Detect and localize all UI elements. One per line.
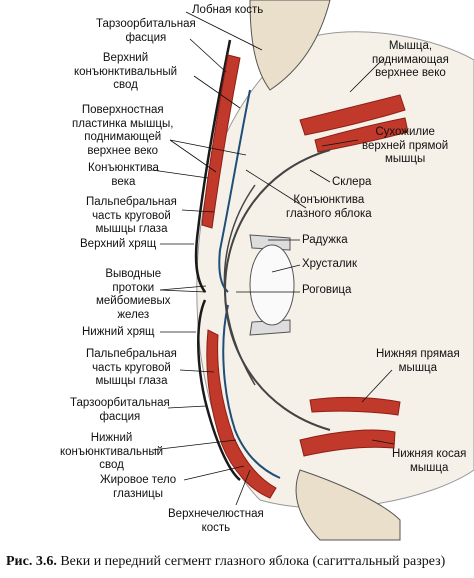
leader-lines-left	[151, 11, 263, 506]
label-tarsoorbital-fascia-top: Тарзоорбитальная фасция	[96, 18, 196, 44]
iris-shape	[249, 234, 291, 251]
label-sclera: Склера	[332, 176, 372, 188]
lower-orbicularis	[206, 329, 277, 499]
label-inferior-rectus: Нижняя прямая мышца	[376, 348, 460, 374]
levator-muscle	[299, 94, 406, 136]
label-levator-muscle: Мышца, поднимающая верхнее веко	[372, 40, 449, 79]
iris-shape-lower	[249, 319, 291, 336]
label-levator-superficial-lamina: Поверхностная пластинка мышцы, поднимающ…	[72, 104, 174, 157]
lower-lid-skin	[197, 299, 241, 481]
leader-lines-right	[236, 57, 395, 445]
label-palpebral-orbicularis-bottom: Пальпебральная часть круговой мышцы глаз…	[86, 348, 177, 387]
label-upper-conj-fornix: Верхний конъюнктивальный свод	[74, 52, 178, 91]
label-lower-conj-fornix: Нижний конъюнктивальный свод	[60, 432, 164, 471]
label-lower-cartilage: Нижний хрящ	[82, 326, 155, 338]
cornea-outline	[223, 184, 256, 386]
frontal-bone	[249, 0, 331, 91]
caption-prefix: Рис. 3.6.	[6, 554, 57, 569]
caption-text: Веки и передний сегмент глазного яблока …	[56, 554, 446, 569]
upper-conjunctiva	[218, 89, 251, 293]
maxilla-bone	[295, 469, 401, 541]
label-iris: Радужка	[302, 234, 348, 246]
label-palpebral-orbicularis-top: Пальпебральная часть круговой мышцы глаз…	[86, 196, 177, 235]
label-frontal-bone: Лобная кость	[192, 4, 264, 16]
label-upper-cartilage: Верхний хрящ	[80, 238, 157, 250]
label-tarsoorbital-fascia-bottom: Тарзоорбитальная фасция	[70, 397, 170, 423]
label-bulbar-conjunctiva: Конъюнктива глазного яблока	[286, 194, 372, 220]
label-maxilla: Верхнечелюстная кость	[168, 508, 264, 534]
label-superior-rectus-tendon: Сухожилие верхней прямой мышцы	[362, 126, 449, 165]
lens-shape	[249, 244, 295, 326]
label-inferior-oblique: Нижняя косая мышца	[392, 448, 467, 474]
label-orbital-fat: Жировое тело глазницы	[100, 474, 177, 500]
label-meibomian-ducts: Выводные протоки мейбомиевых желез	[96, 268, 171, 321]
label-cornea: Роговица	[302, 284, 352, 296]
upper-orbicularis	[201, 54, 241, 229]
label-eyelid-conjunctiva: Конъюнктива века	[88, 162, 159, 188]
lower-conjunctiva	[222, 304, 281, 479]
inferior-rectus	[309, 396, 401, 416]
label-lens: Хрусталик	[302, 258, 358, 270]
inferior-oblique	[299, 429, 396, 457]
figure-caption: Рис. 3.6. Веки и передний сегмент глазно…	[6, 553, 470, 570]
upper-lid-skin	[194, 39, 232, 293]
